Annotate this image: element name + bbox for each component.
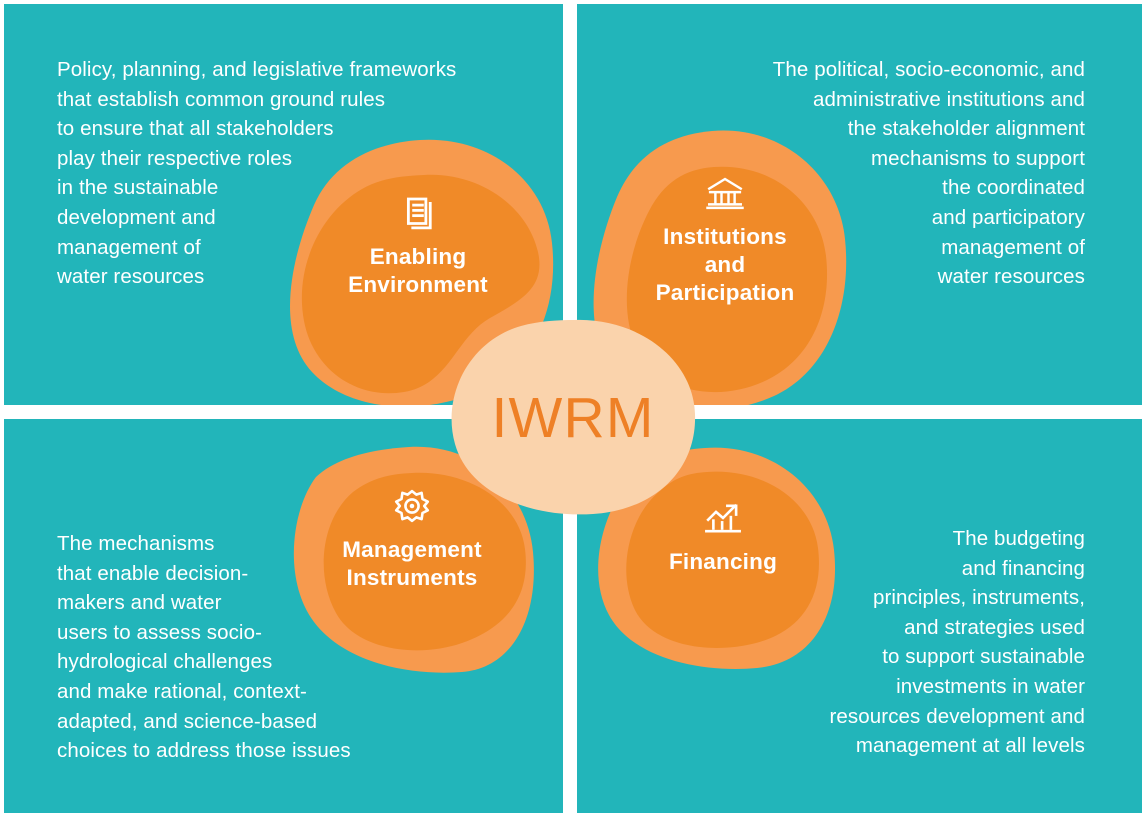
node-enabling-environment: Enabling Environment <box>330 192 506 299</box>
center-blob-shape <box>451 319 696 515</box>
node-label-institutions-and-participation: Institutions and Participation <box>655 224 795 305</box>
description-institutions-and-participation: The political, socio-economic, and admin… <box>772 58 1085 289</box>
border-left <box>0 0 4 813</box>
document-lines-icon <box>406 197 432 230</box>
border-top <box>0 0 1142 4</box>
description-enabling-environment: Policy, planning, and legislative framew… <box>57 58 457 289</box>
gear-icon <box>394 489 430 523</box>
center-node-iwrm: IWRM <box>449 318 697 517</box>
center-label-iwrm: IWRM <box>491 385 655 450</box>
description-management-instruments: The mechanisms that enable decision- mak… <box>57 532 351 763</box>
description-financing: The budgeting and financing principles, … <box>829 527 1085 758</box>
node-financing: Financing <box>635 497 811 576</box>
classical-building-icon <box>706 177 744 210</box>
node-management-instruments: Management Instruments <box>324 485 500 592</box>
growth-bar-chart-icon <box>705 503 741 533</box>
node-institutions-and-participation: Institutions and Participation <box>637 172 813 307</box>
node-label-enabling-environment: Enabling Environment <box>348 244 488 297</box>
node-label-management-instruments: Management Instruments <box>342 537 482 590</box>
node-label-financing: Financing <box>668 549 778 574</box>
